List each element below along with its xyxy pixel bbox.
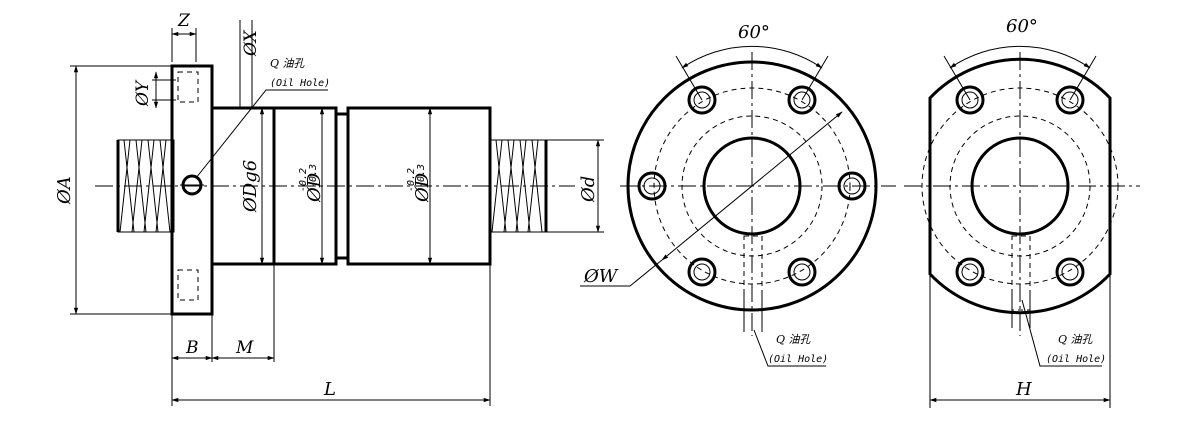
w-leader [580, 259, 663, 287]
round-oil-leader [753, 329, 826, 367]
dim-d-body-label: ØD [304, 172, 325, 203]
cut-angle-label: 60° [1006, 16, 1038, 37]
dim-b-label: B [185, 338, 199, 358]
oil-hole-label-cn: Q 油孔 [270, 57, 306, 70]
round-angle-label: 60° [738, 22, 770, 43]
upper-bolt-hole [177, 71, 199, 103]
round-oil-label-cn: Q 油孔 [776, 333, 812, 346]
front-view-cut: Q 油孔 (Oil Hole) 60° H [904, 16, 1140, 408]
cut-bolt-circle [921, 87, 1119, 285]
dim-shaft-label: Ød [578, 176, 599, 203]
round-bolt-circle [653, 87, 851, 285]
cut-bore [970, 136, 1070, 236]
dim-x-label: ØX [241, 29, 261, 57]
cut-oil-port [1011, 235, 1031, 311]
right-screw-thread [489, 139, 548, 233]
dim-dg6-label: ØDg6 [240, 160, 261, 213]
oil-hole-label-en: (Oil Hole) [270, 78, 330, 89]
cut-oil-label-en: (Oil Hole) [1046, 354, 1106, 365]
left-screw-thread [116, 139, 175, 233]
dim-d-body-tol-lower: -0.3 [308, 164, 319, 188]
dim-a-label: ØA [54, 176, 75, 205]
cut-body-hidden [949, 115, 1091, 257]
cut-bolt-holes [955, 85, 1085, 287]
dim-d-nut-tol-upper: -0.2 [406, 168, 417, 192]
dim-z-label: Z [177, 11, 191, 31]
dim-d-nut-label: ØD [412, 172, 433, 203]
dim-w-label: ØW [583, 266, 619, 287]
round-oil-label-en: (Oil Hole) [768, 354, 828, 365]
dim-m-label: M [235, 338, 254, 358]
oil-hole-leader [195, 89, 328, 179]
front-view-round: Q 油孔 (Oil Hole) 60° ØW [580, 22, 896, 367]
round-oil-port [743, 235, 763, 311]
cut-oil-leader [1021, 299, 1102, 367]
cut-angle-arc [949, 45, 1091, 69]
dim-l-label: L [323, 379, 336, 400]
cut-oil-label-cn: Q 油孔 [1058, 333, 1094, 346]
round-angle-arc [681, 45, 823, 69]
dim-h-label: H [1015, 379, 1032, 400]
dim-d-body-tol-upper: -0.2 [298, 168, 309, 192]
dim-d-nut-tol-lower: -0.3 [416, 164, 427, 188]
dim-y-label: ØY [133, 79, 153, 107]
side-view: Z ØX ØY ØA ØDg6 ØD -0.2 -0.3 ØD -0.2 -0.… [54, 11, 604, 406]
lower-bolt-hole [177, 269, 199, 301]
